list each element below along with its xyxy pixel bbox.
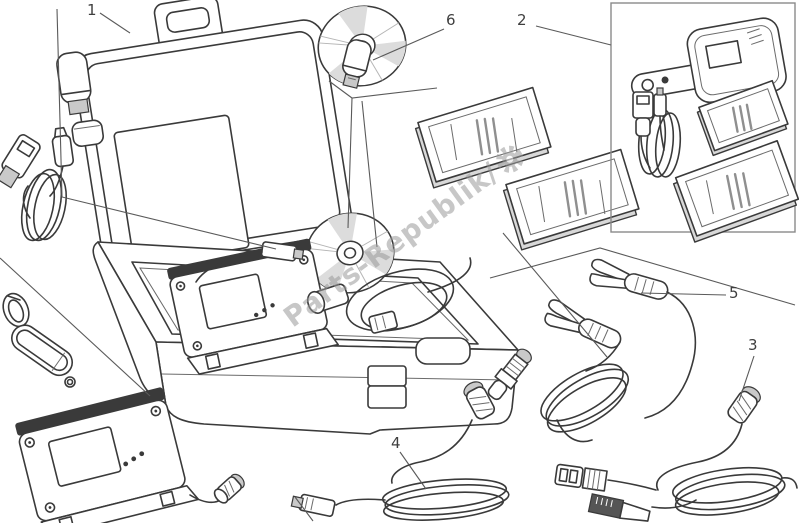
callout-4[interactable]: 4 [391, 434, 401, 452]
case-front-handle [415, 337, 471, 365]
mini-usb-connector-in-case [195, 241, 305, 283]
quick-guide-booklet [696, 79, 789, 157]
callout-3[interactable]: 3 [748, 336, 758, 354]
carrying-case [73, 0, 519, 435]
manual-booklet-2 [502, 148, 640, 251]
usb-cable-in-box [632, 87, 682, 178]
round-connector [213, 473, 245, 504]
usb-cable-left [0, 126, 75, 242]
callout-1[interactable]: 1 [87, 1, 97, 19]
callout-5[interactable]: 5 [729, 284, 739, 302]
watermark: Parts-Republik/ [277, 137, 531, 334]
strap [11, 324, 76, 388]
instrument-kit-box [610, 2, 799, 243]
manual-booklet-1 [414, 86, 552, 189]
connector-adapter-cable [554, 463, 697, 522]
callout-2[interactable]: 2 [517, 11, 527, 29]
leader-lines [0, 8, 796, 522]
usb-memory-key [342, 39, 372, 89]
rj45-plug [587, 493, 651, 522]
callout-6[interactable]: 6 [446, 11, 456, 29]
coiled-harness-in-case [306, 257, 472, 334]
threaded-connector [487, 348, 532, 401]
case-latch [367, 365, 407, 387]
dds-tester-standalone [15, 387, 245, 523]
round-connector-cable [655, 386, 798, 516]
battery-clamps-cable [487, 257, 697, 443]
case-lid [73, 0, 353, 270]
manual-booklet-in-box [672, 140, 799, 243]
gear-icon [495, 145, 523, 173]
power-cable [290, 381, 510, 521]
